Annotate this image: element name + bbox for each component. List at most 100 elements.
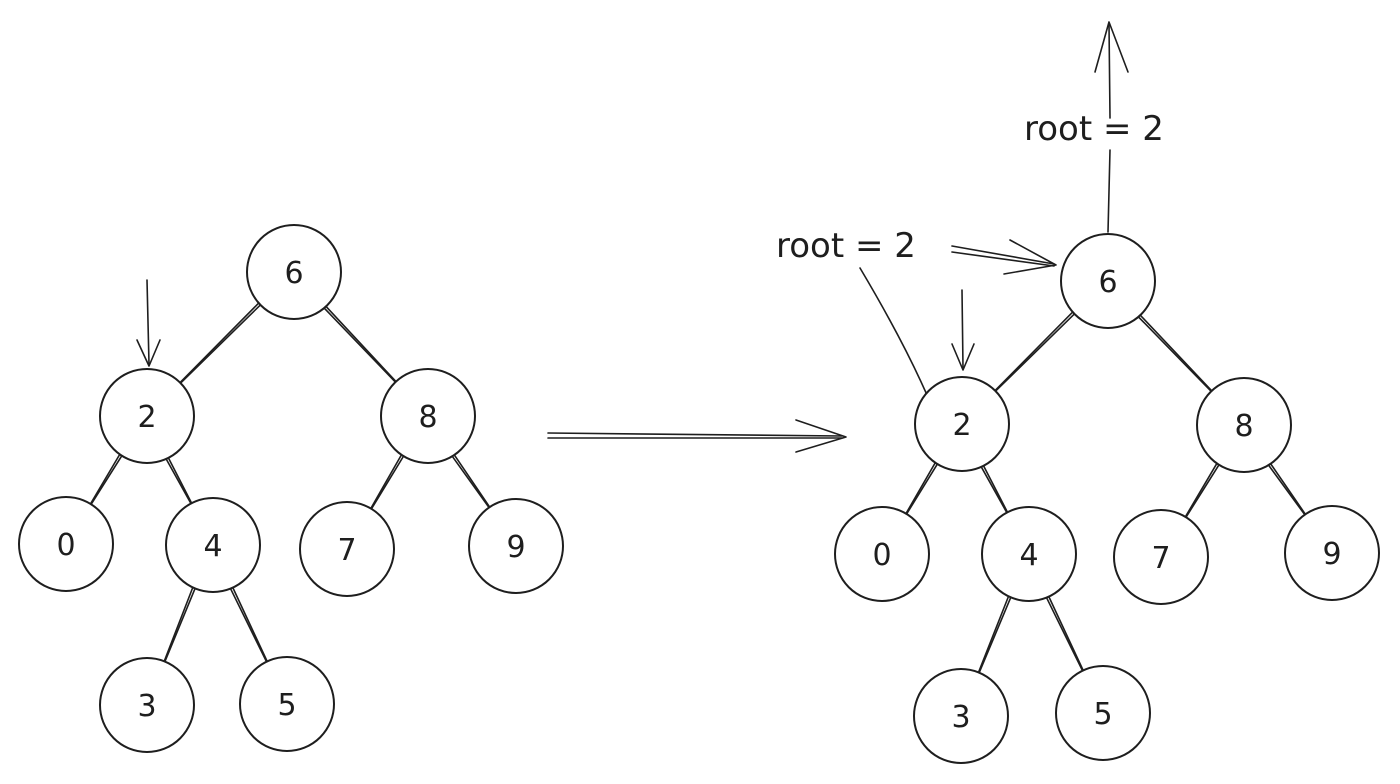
right-tree-node-9: 9 (1284, 505, 1380, 601)
return-arrow (1094, 21, 1129, 233)
node-circle (1113, 509, 1209, 605)
node-circle (246, 224, 342, 320)
right-pointer-arrow (951, 289, 975, 371)
node-circle (165, 497, 261, 593)
left-tree-edge-4-3-stroke2 (163, 586, 194, 663)
left-tree-node-5: 5 (239, 656, 335, 752)
right-tree-edge-8-9 (1269, 462, 1307, 516)
left-tree-edge-6-8 (325, 305, 397, 383)
right-tree-edge-2-4 (982, 464, 1009, 514)
left-tree-node-2: 2 (99, 368, 195, 464)
node-label: 4 (1019, 538, 1038, 573)
right-tree-edge-8-9-stroke2 (1267, 464, 1306, 516)
transform-arrow (547, 419, 847, 453)
left-tree-edge-4-3 (164, 587, 196, 663)
right-tree-node-2: 2 (914, 376, 1010, 472)
left-tree-edge-6-2 (179, 304, 262, 384)
left-tree-node-6: 6 (246, 224, 342, 320)
left-tree-node-9: 9 (468, 498, 564, 594)
left-tree-nodes: 6 2 8 0 4 7 9 3 5 (18, 224, 564, 753)
left-tree-edge-4-5-stroke2 (229, 587, 268, 663)
right-tree-edge-8-7-stroke2 (1184, 462, 1218, 518)
right-tree-edge-4-3 (978, 596, 1012, 674)
right-tree-edge-6-8-stroke2 (1137, 316, 1212, 393)
node-circle (981, 506, 1077, 602)
node-label: 0 (872, 538, 891, 573)
right-tree-edge-2-0 (905, 463, 939, 515)
right-tree: root = 2 root = 2 6 2 8 0 4 7 9 3 5 (776, 21, 1380, 764)
label-connector-curve (859, 267, 931, 403)
left-tree-edge-8-7 (370, 455, 405, 510)
left-tree-edge-2-0-stroke2 (89, 453, 121, 505)
right-tree-edge-6-2 (994, 313, 1076, 392)
left-tree-edge-2-4-stroke2 (165, 458, 192, 505)
node-label: 7 (1151, 541, 1170, 576)
left-tree-edge-8-7-stroke2 (370, 454, 403, 510)
node-label: 6 (284, 256, 303, 291)
left-tree-node-0: 0 (18, 496, 114, 592)
node-circle (299, 501, 395, 597)
right-tree-node-7: 7 (1113, 509, 1209, 605)
left-tree-node-8: 8 (380, 368, 476, 464)
left-tree-edge-6-8-stroke2 (323, 307, 397, 383)
node-label: 6 (1098, 265, 1117, 300)
left-tree: 6 2 8 0 4 7 9 3 5 (18, 224, 564, 753)
right-tree-edges (905, 311, 1307, 674)
right-tree-node-3: 3 (913, 668, 1009, 764)
node-label: 4 (203, 529, 222, 564)
left-tree-edge-8-9-stroke2 (451, 455, 490, 509)
node-label: 3 (951, 700, 970, 735)
right-tree-edge-4-5-stroke2 (1045, 596, 1084, 672)
node-label: 3 (137, 689, 156, 724)
right-tree-edge-4-3-stroke2 (977, 595, 1010, 674)
left-tree-edges (89, 302, 491, 663)
node-circle (468, 498, 564, 594)
right-tree-edge-2-0-stroke2 (905, 461, 937, 515)
right-tree-node-8: 8 (1196, 377, 1292, 473)
node-label: 7 (337, 533, 356, 568)
node-circle (914, 376, 1010, 472)
right-tree-node-0: 0 (834, 506, 930, 602)
left-tree-edge-4-5 (232, 586, 268, 663)
node-circle (18, 496, 114, 592)
node-label: 2 (952, 408, 971, 443)
left-tree-node-4: 4 (165, 497, 261, 593)
node-label: 0 (56, 528, 75, 563)
node-label: 5 (1093, 697, 1112, 732)
node-label: 8 (418, 400, 437, 435)
left-tree-edge-2-0 (90, 454, 123, 506)
left-tree-edge-6-2-stroke2 (179, 302, 260, 384)
node-circle (239, 656, 335, 752)
node-circle (1055, 665, 1151, 761)
return-root-label: root = 2 (1024, 109, 1164, 149)
assign-arrow (951, 239, 1057, 275)
node-circle (99, 657, 195, 753)
node-circle (913, 668, 1009, 764)
node-circle (1060, 233, 1156, 329)
node-label: 2 (137, 400, 156, 435)
node-label: 5 (277, 688, 296, 723)
right-tree-edge-4-5 (1048, 595, 1084, 672)
right-tree-edge-6-2-stroke2 (994, 311, 1074, 392)
right-tree-node-5: 5 (1055, 665, 1151, 761)
node-circle (834, 506, 930, 602)
node-circle (99, 368, 195, 464)
node-circle (380, 368, 476, 464)
left-tree-node-7: 7 (299, 501, 395, 597)
assign-root-label: root = 2 (776, 226, 916, 266)
right-tree-node-6: 6 (1060, 233, 1156, 329)
left-tree-edge-2-4 (167, 457, 193, 504)
node-label: 9 (506, 530, 525, 565)
right-tree-edge-6-8 (1139, 314, 1213, 392)
node-label: 9 (1322, 537, 1341, 572)
left-tree-edge-8-9 (453, 454, 491, 508)
node-circle (1196, 377, 1292, 473)
right-tree-edge-8-7 (1185, 463, 1220, 519)
right-tree-node-4: 4 (981, 506, 1077, 602)
left-tree-node-3: 3 (99, 657, 195, 753)
right-tree-edge-2-4-stroke2 (980, 466, 1008, 514)
right-tree-nodes: 6 2 8 0 4 7 9 3 5 (834, 233, 1380, 764)
node-label: 8 (1234, 409, 1253, 444)
node-circle (1284, 505, 1380, 601)
